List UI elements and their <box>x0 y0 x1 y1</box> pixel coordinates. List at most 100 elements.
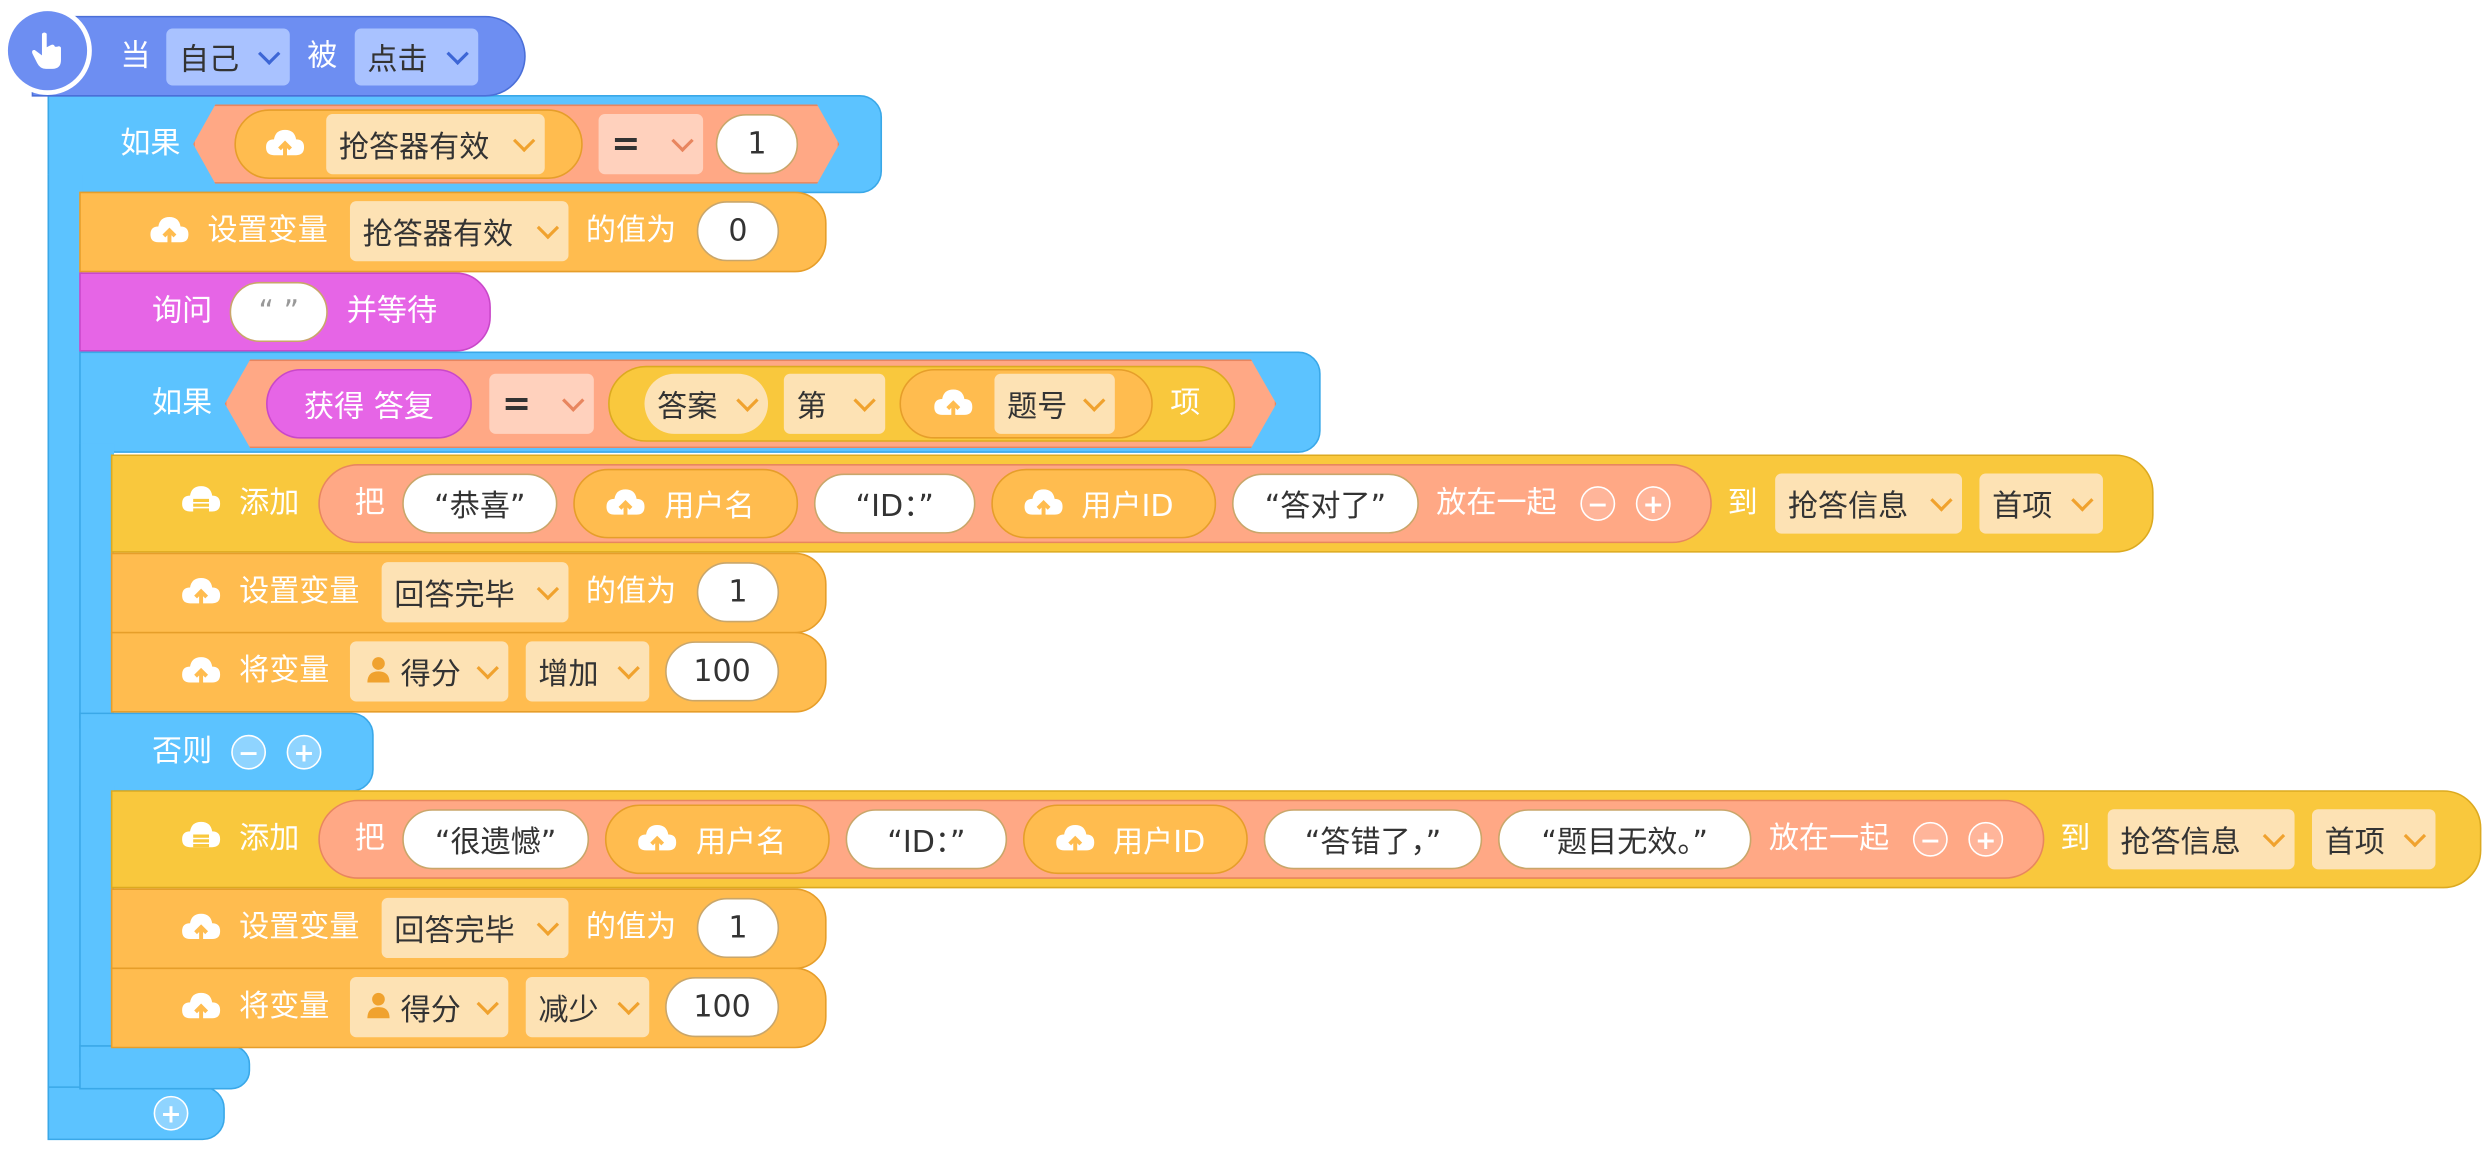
chg2-label: 将变量 <box>239 988 330 1024</box>
event-action-value: 点击 <box>367 41 428 77</box>
if2-list-dropdown[interactable]: 答案 <box>644 373 769 434</box>
chg1-var-dropdown[interactable]: 得分 <box>349 641 509 702</box>
cloud-icon <box>182 657 221 685</box>
if2-idx-dropdown[interactable]: 题号 <box>994 373 1115 434</box>
add2-list-value: 抢答信息 <box>2120 824 2241 860</box>
chg2-value-input[interactable]: 100 <box>665 977 780 1038</box>
add2-user-value: 用户名 <box>695 824 787 860</box>
outer-if-plus-button[interactable]: + <box>153 1095 189 1131</box>
cloud-icon <box>934 389 973 417</box>
if2-item-label: 项 <box>1170 385 1201 421</box>
set3-mid: 的值为 <box>585 909 677 945</box>
event-target-value: 自己 <box>178 41 240 77</box>
add2-s4[interactable]: “题目无效。” <box>1498 809 1752 870</box>
add1-list-dropdown[interactable]: 抢答信息 <box>1775 473 1963 534</box>
chevron-down-icon <box>536 216 560 240</box>
chevron-down-icon <box>1083 389 1106 412</box>
add2-pos-dropdown[interactable]: 首项 <box>2311 809 2436 870</box>
set3-label: 设置变量 <box>239 909 360 945</box>
else-minus-button[interactable]: − <box>231 734 267 770</box>
add2-plus-button[interactable]: + <box>1968 821 2004 857</box>
event-middle: 被 <box>307 38 338 74</box>
add1-join-label: 把 <box>354 485 385 521</box>
chg2-op-dropdown[interactable]: 减少 <box>525 977 650 1038</box>
chevron-down-icon <box>476 657 499 680</box>
add1-s1[interactable]: “恭喜” <box>402 473 558 534</box>
event-target-dropdown[interactable]: 自己 <box>166 28 290 86</box>
if2-op-value: = <box>501 384 532 424</box>
chevron-down-icon <box>2262 824 2286 848</box>
outer-if-arm <box>47 174 83 1093</box>
chevron-down-icon <box>536 913 560 936</box>
chg1-var-value: 得分 <box>400 656 461 692</box>
event-prefix: 当 <box>120 38 151 74</box>
cloud-icon <box>266 129 305 157</box>
event-action-dropdown[interactable]: 点击 <box>354 28 479 86</box>
if1-var-dropdown[interactable]: 抢答器有效 <box>326 114 545 175</box>
event-icon-circle <box>3 6 92 96</box>
set3-var-dropdown[interactable]: 回答完毕 <box>381 897 569 959</box>
chg2-var-value: 得分 <box>400 992 461 1027</box>
if2-list-value: 答案 <box>657 388 718 424</box>
add1-uid-value: 用户ID <box>1081 488 1174 524</box>
add1-pos-value: 首项 <box>1992 488 2053 524</box>
if2-label: 如果 <box>152 385 213 421</box>
add1-s3[interactable]: “答对了” <box>1232 473 1419 534</box>
user-icon <box>367 992 390 1019</box>
cloud-icon <box>182 913 221 941</box>
cloud-icon <box>1024 489 1063 517</box>
chevron-down-icon <box>2071 489 2094 512</box>
add1-to: 到 <box>1727 485 1758 521</box>
if1-value-input[interactable]: 1 <box>715 114 799 175</box>
set3-value-input[interactable]: 1 <box>696 897 780 959</box>
add1-list-value: 抢答信息 <box>1787 488 1909 524</box>
add2-label: 添加 <box>239 821 300 856</box>
chevron-down-icon <box>512 129 536 153</box>
else-plus-button[interactable]: + <box>286 734 322 770</box>
cloud-icon <box>182 992 221 1020</box>
add1-s2[interactable]: “ID：” <box>813 473 976 534</box>
inner-if-arm-top <box>79 443 115 729</box>
add1-plus-button[interactable]: + <box>1635 486 1671 521</box>
add1-pos-dropdown[interactable]: 首项 <box>1979 473 2103 534</box>
set1-value-input[interactable]: 0 <box>696 201 780 262</box>
chevron-down-icon <box>536 577 560 601</box>
chevron-down-icon <box>562 389 585 412</box>
list-icon <box>182 486 221 512</box>
set1-var-dropdown[interactable]: 抢答器有效 <box>349 201 569 262</box>
else-label: 否则 <box>152 733 213 769</box>
if2-op-dropdown[interactable]: = <box>489 373 594 434</box>
add2-s3[interactable]: “答错了，” <box>1263 809 1483 870</box>
if1-op-dropdown[interactable]: = <box>598 114 704 175</box>
cloud-icon <box>182 577 221 605</box>
add2-list-dropdown[interactable]: 抢答信息 <box>2107 809 2295 870</box>
ask-text-input[interactable]: “ ” <box>229 281 328 343</box>
set2-value-input[interactable]: 1 <box>696 562 780 623</box>
chg1-op-value: 增加 <box>538 656 599 692</box>
set2-var-value: 回答完毕 <box>394 577 515 613</box>
chevron-down-icon <box>617 992 640 1016</box>
set2-var-dropdown[interactable]: 回答完毕 <box>381 562 569 623</box>
if2-nth-dropdown[interactable]: 第 <box>783 373 886 434</box>
chevron-down-icon <box>476 992 499 1016</box>
chg1-value-input[interactable]: 100 <box>665 641 780 702</box>
chevron-down-icon <box>446 42 469 66</box>
set1-var-value: 抢答器有效 <box>362 216 514 251</box>
set3-var-value: 回答完毕 <box>394 912 515 948</box>
add2-join-label: 把 <box>354 821 385 856</box>
if2-nth-value: 第 <box>796 388 827 424</box>
chg2-var-dropdown[interactable]: 得分 <box>349 977 509 1038</box>
else-bar[interactable] <box>79 712 374 792</box>
chg1-op-dropdown[interactable]: 增加 <box>525 641 650 702</box>
chg2-op-value: 减少 <box>538 992 599 1027</box>
chevron-down-icon <box>671 129 694 153</box>
chevron-down-icon <box>258 42 281 66</box>
add2-s1[interactable]: “很遗憾” <box>402 809 590 870</box>
inner-if-arm-bottom <box>79 785 115 1068</box>
add2-minus-button[interactable]: − <box>1912 821 1948 857</box>
cloud-icon <box>638 825 677 852</box>
if2-answer-reporter[interactable]: 获得 答复 <box>266 368 472 439</box>
chevron-down-icon <box>736 389 759 412</box>
add2-s2[interactable]: “ID：” <box>845 809 1008 870</box>
add1-minus-button[interactable]: − <box>1580 486 1616 521</box>
